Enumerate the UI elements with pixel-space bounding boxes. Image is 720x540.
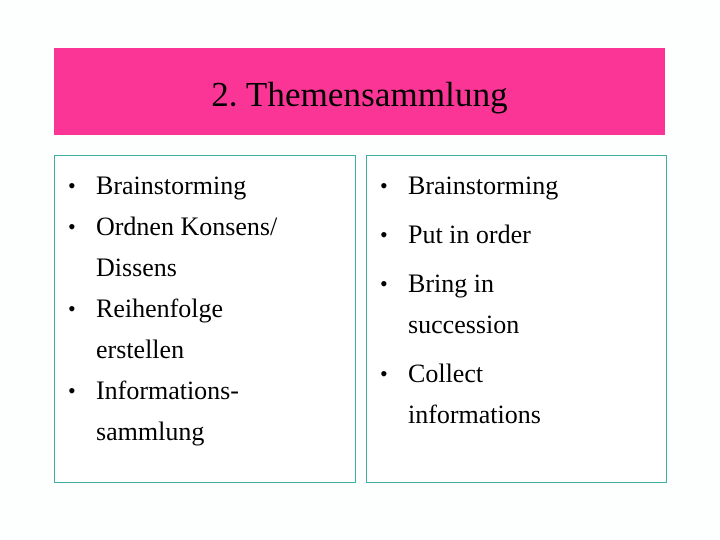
list-item-line: Put in order [408, 220, 531, 249]
list-item-line: erstellen [96, 335, 185, 364]
list-item: Ordnen Konsens/Dissens [66, 206, 349, 288]
list-item-line: Reihenfolge [96, 294, 224, 323]
list-item-line: Bring in [408, 269, 494, 298]
list-item-line: sammlung [96, 417, 205, 446]
list-item-line: Collect [408, 359, 484, 388]
page-title: 2. Themensammlung [211, 74, 508, 114]
list-item-line: informations [408, 400, 541, 429]
title-banner: 2. Themensammlung [54, 48, 665, 135]
list-item: Reihenfolge erstellen [66, 288, 349, 370]
list-item-line: succession [408, 310, 520, 339]
content-columns: BrainstormingOrdnen Konsens/DissensReihe… [54, 155, 667, 483]
list-item-line: Dissens [96, 253, 177, 282]
list-item-line: Informations- [96, 376, 239, 405]
content-box-english: BrainstormingPut in orderBring in success… [366, 155, 667, 483]
list-item: Informations-sammlung [66, 370, 349, 452]
bullet-list-english: BrainstormingPut in orderBring in success… [367, 156, 666, 435]
list-item: Put in order [378, 214, 660, 255]
list-item: Brainstorming [378, 165, 660, 206]
list-item-line: Brainstorming [96, 171, 247, 200]
list-item: Brainstorming [66, 165, 349, 206]
bullet-list-german: BrainstormingOrdnen Konsens/DissensReihe… [55, 156, 355, 452]
content-box-german: BrainstormingOrdnen Konsens/DissensReihe… [54, 155, 356, 483]
list-item: Collect informations [378, 353, 660, 435]
list-item-line: Ordnen Konsens/ [96, 212, 278, 241]
list-item-line: Brainstorming [408, 171, 559, 200]
list-item: Bring in succession [378, 263, 660, 345]
